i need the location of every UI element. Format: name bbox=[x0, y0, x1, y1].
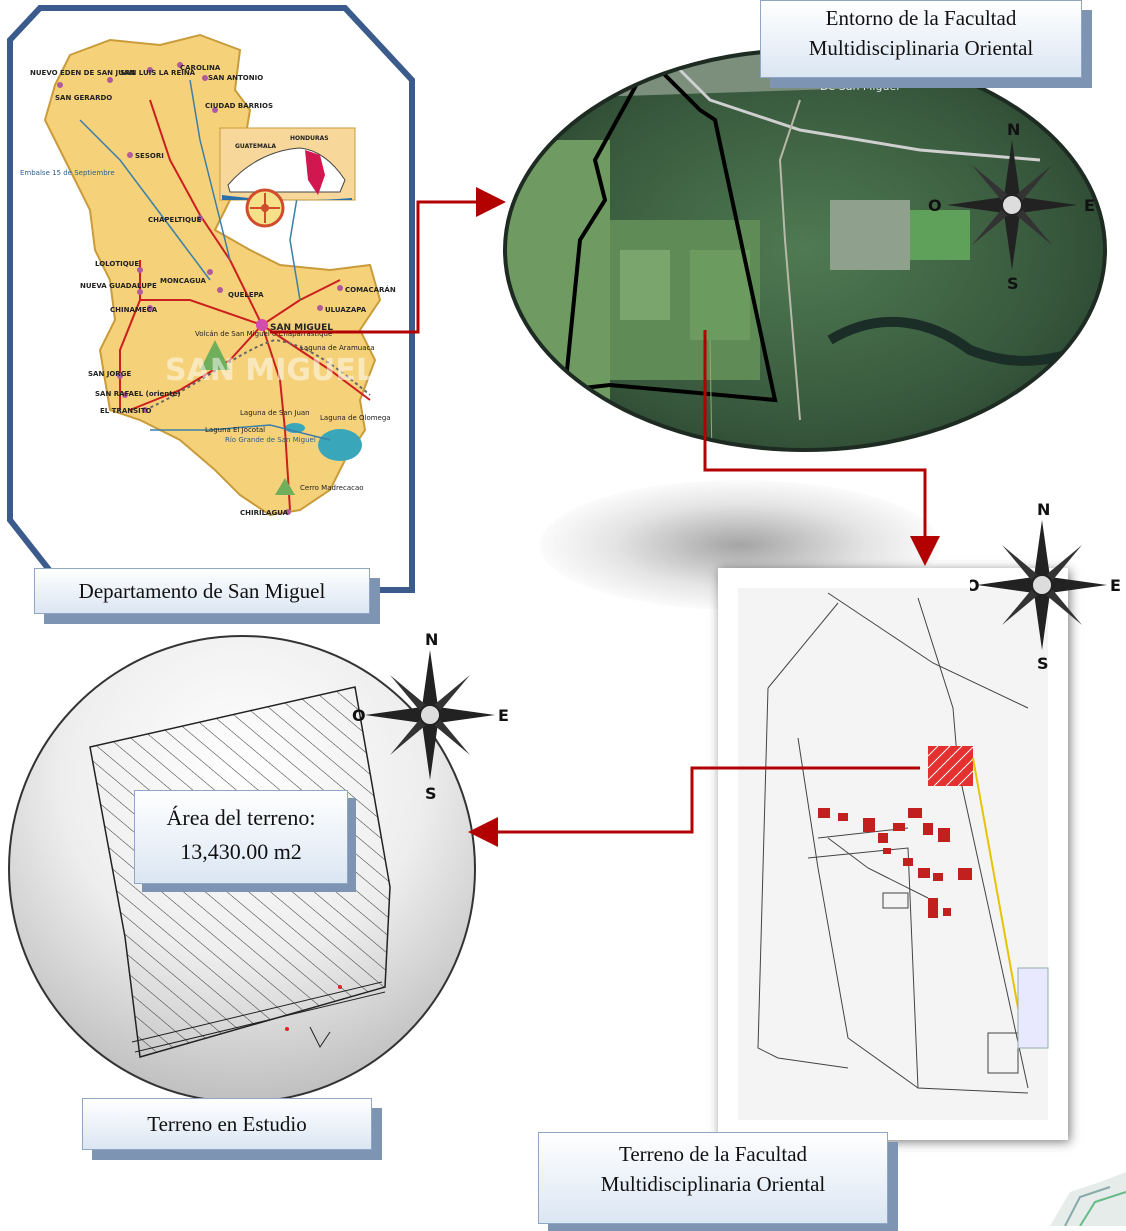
compass-e-label: E bbox=[1084, 196, 1095, 215]
arrow-map-to-satellite bbox=[270, 187, 506, 334]
town-label-san-jorge: SAN JORGE bbox=[88, 370, 131, 378]
place-label-rio-grande: Río Grande de San Miguel bbox=[225, 436, 316, 444]
town-label-nueva-guadalupe: NUEVA GUADALUPE bbox=[80, 282, 157, 290]
place-label-embalse: Embalse 15 de Septiembre bbox=[20, 169, 115, 177]
town-label-ciudad-barrios: CIUDAD BARRIOS bbox=[205, 102, 273, 110]
area-label-line2: 13,430.00 m2 bbox=[180, 839, 302, 864]
town-label-el-transito: EL TRANSITO bbox=[100, 407, 152, 415]
town-label-lolotique: LOLOTIQUE bbox=[95, 260, 139, 268]
town-label-chinameca: CHINAMECA bbox=[110, 306, 158, 314]
place-label-cerro: Cerro Madrecacao bbox=[300, 484, 364, 492]
town-label-san-luis: SAN LUIS LA REINA bbox=[120, 69, 196, 77]
terrain-compass-n: N bbox=[425, 630, 438, 649]
sports-field bbox=[882, 892, 909, 909]
satellite-caption-line2: Multidisciplinaria Oriental bbox=[808, 36, 1034, 60]
area-label-line1: Área del terreno: bbox=[166, 805, 316, 830]
campus-buildings bbox=[818, 808, 972, 918]
plan-edge-detail bbox=[1017, 967, 1049, 1049]
town-label-quelepa: QUELEPA bbox=[228, 291, 264, 299]
plan-lines bbox=[757, 592, 1029, 1094]
place-label-aramuaca: Laguna de Aramuaca bbox=[300, 344, 375, 352]
town-label-chirilagua: CHIRILAGUA bbox=[240, 509, 289, 517]
town-label-moncagua: MONCAGUA bbox=[160, 277, 207, 285]
town-label-sesori: SESORI bbox=[135, 152, 164, 160]
campus-caption-line1: Terreno de la Facultad bbox=[618, 1142, 808, 1166]
compass-n-label: N bbox=[1007, 120, 1020, 139]
plan-compass-e: E bbox=[1110, 576, 1121, 595]
campus-plan bbox=[718, 568, 1068, 1140]
terrain-compass-o: O bbox=[352, 706, 366, 725]
town-label-chapeltique: CHAPELTIQUE bbox=[148, 216, 202, 224]
department-caption: Departamento de San Miguel bbox=[34, 568, 370, 614]
town-label-san-rafael: SAN RAFAEL (oriente) bbox=[95, 390, 181, 398]
map-compass-icon bbox=[245, 188, 285, 228]
town-label-san-antonio: SAN ANTONIO bbox=[208, 74, 263, 82]
town-label-uluazapa: ULUAZAPA bbox=[325, 306, 367, 314]
san-miguel-marker bbox=[256, 319, 268, 331]
cerro-icon bbox=[275, 478, 295, 495]
plan-compass-n: N bbox=[1037, 500, 1050, 519]
road-label: De San Miguel bbox=[820, 80, 899, 93]
campus-caption: Terreno de la Facultad Multidisciplinari… bbox=[538, 1132, 888, 1224]
area-label: Área del terreno: 13,430.00 m2 bbox=[134, 790, 348, 884]
arrow-satellite-to-plan bbox=[703, 330, 940, 566]
plan-compass-s: S bbox=[1037, 654, 1049, 673]
railway bbox=[144, 338, 371, 411]
plan-compass-icon: N S O E bbox=[966, 495, 1126, 675]
arrow-plan-to-terrain bbox=[468, 766, 920, 847]
campus-caption-line2: Multidisciplinaria Oriental bbox=[600, 1172, 826, 1196]
place-label-jocotal: Laguna El Jocotal bbox=[205, 426, 265, 434]
satellite-caption-line1: Entorno de la Facultad bbox=[825, 6, 1017, 30]
place-label-volcan: Volcán de San Miguel o Chaparrastique bbox=[195, 330, 332, 338]
satellite-compass-icon: N S O E bbox=[928, 120, 1095, 293]
corner-logo-fragment bbox=[1040, 1172, 1126, 1227]
town-label-comacaran: COMACARÁN bbox=[345, 285, 396, 294]
satellite-caption: Entorno de la Facultad Multidisciplinari… bbox=[760, 0, 1082, 78]
compass-s-label: S bbox=[1007, 274, 1019, 293]
terrain-compass-e: E bbox=[498, 706, 508, 725]
inset-label-honduras: HONDURAS bbox=[290, 135, 329, 142]
town-label-san-gerardo: SAN GERARDO bbox=[55, 94, 112, 102]
town-dots bbox=[57, 62, 343, 515]
laguna-olomega bbox=[318, 429, 362, 461]
terrain-caption: Terreno en Estudio bbox=[82, 1098, 372, 1150]
compass-o-label: O bbox=[928, 196, 942, 215]
soccer-field bbox=[987, 1032, 1019, 1074]
map-watermark: SAN MIGUEL bbox=[165, 353, 375, 388]
volcano-icon bbox=[200, 340, 230, 370]
place-label-olomega: Laguna de Olomega bbox=[320, 414, 391, 422]
place-label-laguna-san-juan: Laguna de San Juan bbox=[240, 409, 310, 417]
inset-label-guatemala: GUATEMALA bbox=[235, 143, 276, 150]
plan-compass-o: O bbox=[970, 576, 980, 595]
town-label-san-miguel: SAN MIGUEL bbox=[270, 323, 333, 333]
department-map: NUEVO EDEN DE SAN JUAN SAN GERARDO SAN L… bbox=[0, 0, 420, 600]
terrain-compass-icon: N S O E bbox=[352, 625, 509, 805]
town-label-nuevo-eden: NUEVO EDEN DE SAN JUAN bbox=[30, 69, 135, 77]
town-label-carolina: CAROLINA bbox=[180, 64, 221, 72]
terrain-compass-s: S bbox=[425, 784, 437, 803]
